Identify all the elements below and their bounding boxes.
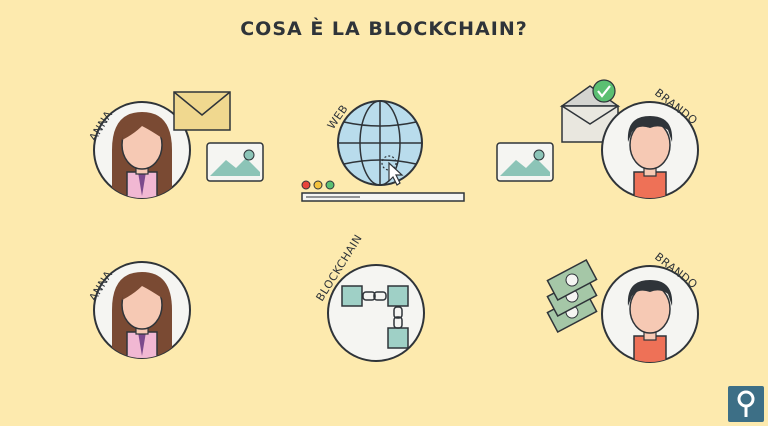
keyhole-icon xyxy=(737,390,755,417)
brando-avatar-top: BRANDO xyxy=(601,86,700,199)
anna-avatar-bottom: ANNA xyxy=(87,261,191,359)
check-icon xyxy=(592,79,616,103)
blockchain-node xyxy=(327,264,425,362)
image-icon xyxy=(206,142,264,182)
browser-bar xyxy=(301,180,465,202)
envelope-icon xyxy=(173,91,231,131)
logo-icon xyxy=(728,386,764,422)
money-icon xyxy=(546,258,598,334)
globe-icon xyxy=(337,100,423,186)
anna-avatar-top: ANNA xyxy=(87,101,191,199)
cursor-icon xyxy=(381,155,404,186)
brando-avatar-bottom: BRANDO xyxy=(601,250,700,363)
image-icon xyxy=(496,142,554,182)
page-title: COSA È LA BLOCKCHAIN? xyxy=(240,18,528,40)
chain-icon xyxy=(341,285,409,349)
